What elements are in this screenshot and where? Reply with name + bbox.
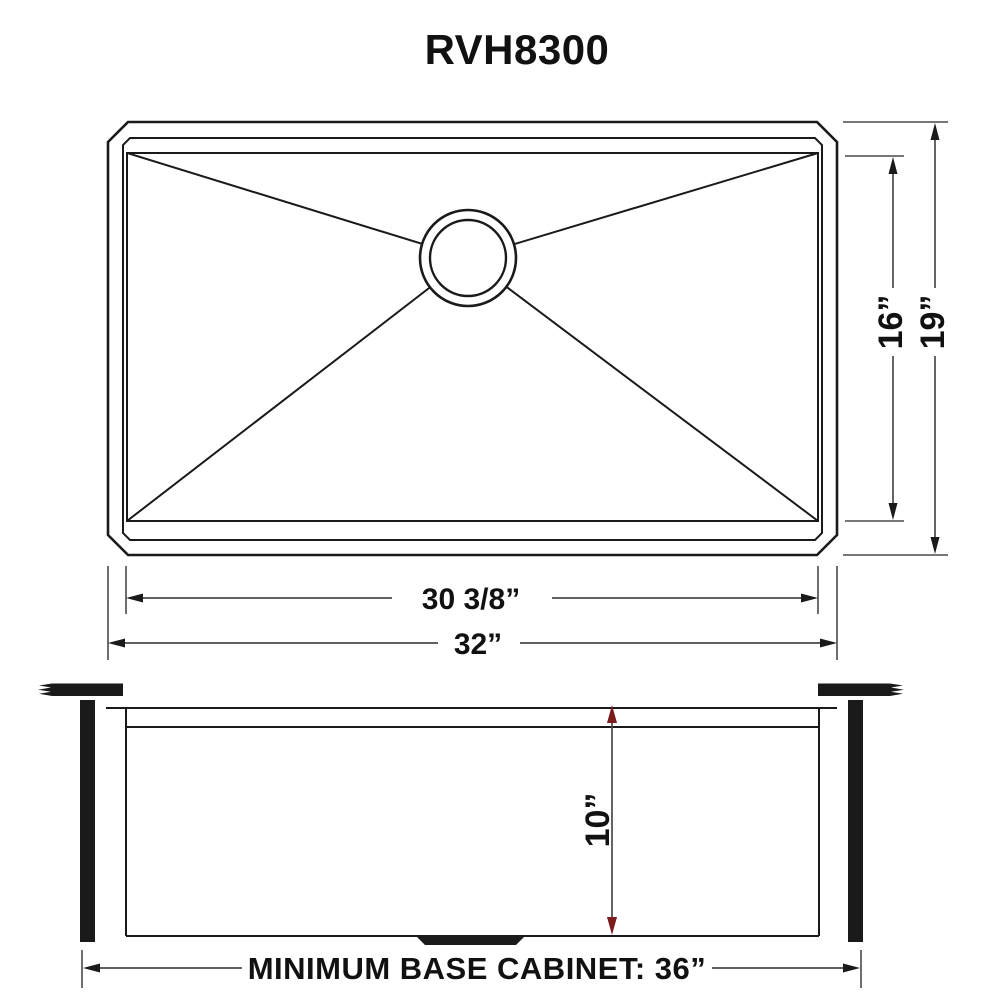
sink-bowl-bottom — [126, 152, 819, 522]
cabinet-wall-right — [848, 700, 863, 942]
drain — [418, 208, 518, 308]
dimension-19: 19” — [914, 123, 952, 554]
dim-label-16: 16” — [872, 295, 910, 350]
drain-inner-circle — [428, 218, 508, 298]
sink-top-view — [106, 120, 839, 557]
dimension-30-3-8: 30 3/8” — [126, 583, 818, 616]
dim-label-19: 19” — [914, 295, 952, 350]
dimension-32: 32” — [108, 628, 837, 661]
dimension-cabinet-36: MINIMUM BASE CABINET: 36” — [81, 950, 862, 988]
sink-section-outline — [106, 707, 837, 945]
drain-outer-circle — [418, 208, 518, 308]
dim-label-32: 32” — [454, 628, 502, 661]
dimension-16: 16” — [872, 157, 910, 520]
countertop-left — [38, 683, 123, 696]
cabinet-wall-left — [80, 700, 95, 942]
dim-label-30-3-8: 30 3/8” — [422, 583, 520, 616]
model-number-title: RVH8300 — [425, 26, 610, 73]
countertop-right — [818, 683, 904, 696]
dimension-10: 10” — [579, 705, 617, 935]
sink-inner-rim — [122, 137, 823, 541]
sink-outer-rim — [106, 120, 839, 557]
top-view-dimensions: 16” 19” 30 3/8” 32” — [107, 121, 952, 661]
sink-side-view: 10” MINIMUM BASE CABINET: 36” — [38, 683, 904, 988]
drain-fitting — [417, 937, 524, 945]
cabinet-note-label: MINIMUM BASE CABINET: 36” — [248, 951, 707, 986]
bowl-slope-lines — [126, 152, 819, 522]
dim-label-10: 10” — [579, 793, 617, 848]
